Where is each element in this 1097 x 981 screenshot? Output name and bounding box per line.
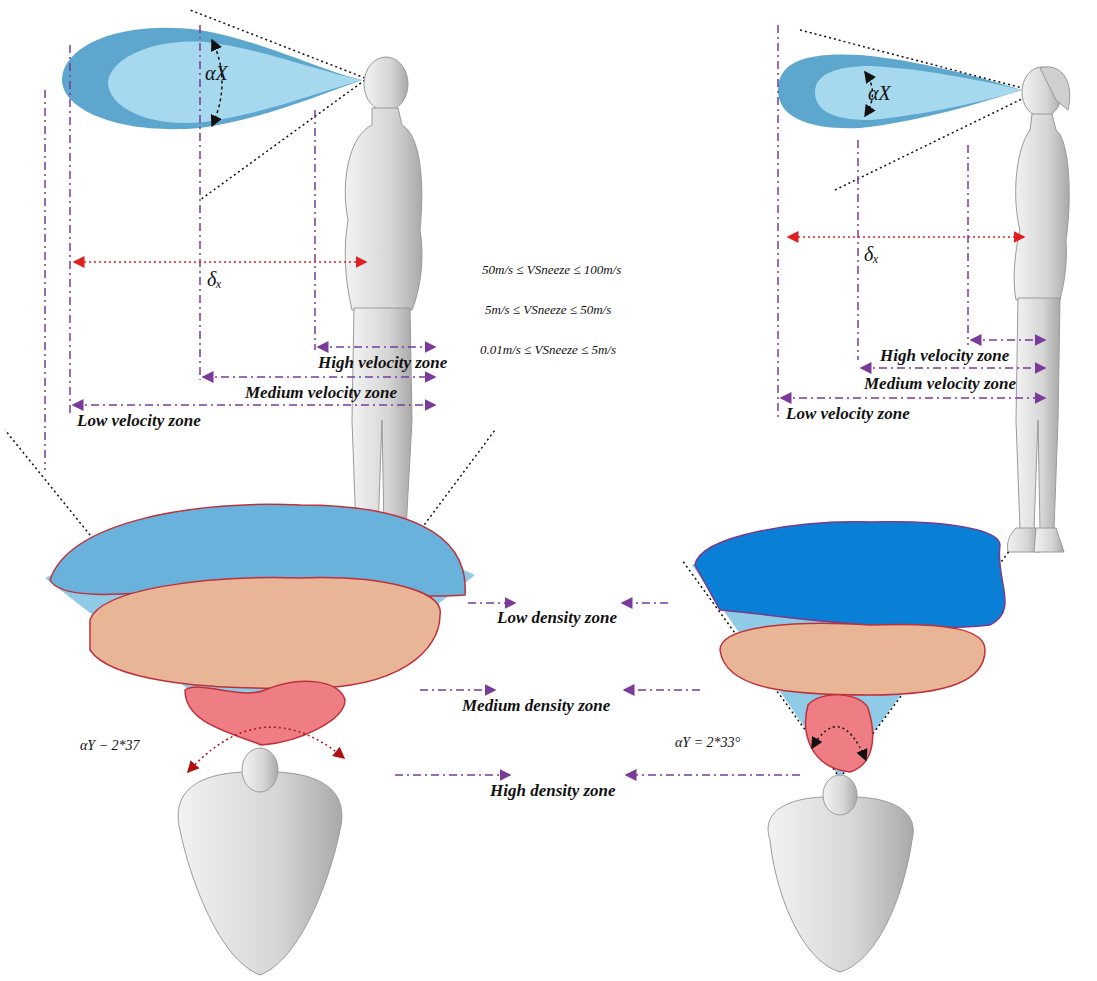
zone-label: Low velocity zone	[77, 411, 201, 431]
velocity-range: 5m/s ≤ VSneeze ≤ 50m/s	[485, 302, 611, 318]
angle-label: αY − 2*37	[80, 738, 140, 754]
zone-label: Low velocity zone	[786, 404, 910, 424]
zone-label: High velocity zone	[880, 346, 1009, 366]
angle-label: αY = 2*33°	[675, 735, 740, 751]
angle-symbol: αX	[205, 62, 228, 85]
velocity-range: 0.01m/s ≤ VSneeze ≤ 5m/s	[480, 342, 616, 358]
zone-label: Medium density zone	[462, 696, 610, 716]
zone-label: Medium velocity zone	[245, 383, 397, 403]
angle-symbol: αX	[868, 82, 891, 105]
distance-symbol: δₓ	[207, 268, 222, 291]
zone-label: High velocity zone	[318, 353, 447, 373]
zone-label: Low density zone	[497, 608, 617, 628]
zone-label: Medium velocity zone	[864, 374, 1016, 394]
velocity-range: 50m/s ≤ VSneeze ≤ 100m/s	[482, 262, 621, 278]
distance-symbol: δₓ	[864, 243, 879, 266]
zone-label: High density zone	[490, 781, 616, 801]
